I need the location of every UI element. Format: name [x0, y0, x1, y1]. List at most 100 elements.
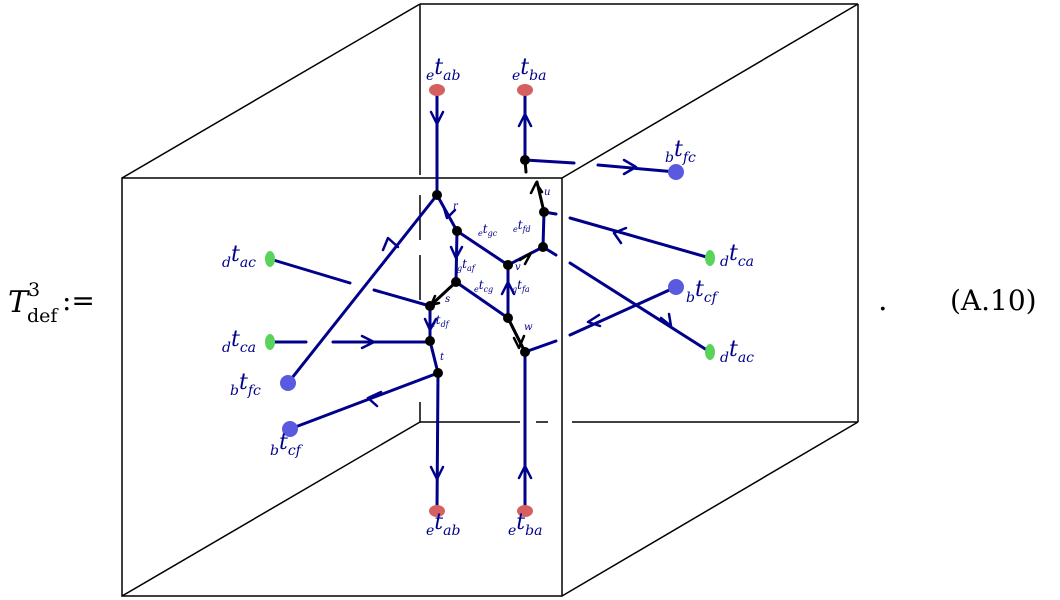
vertex-bottom-right	[520, 347, 530, 357]
period: .	[878, 283, 888, 318]
arrow-r	[442, 206, 457, 220]
label-top-ba: etba	[512, 55, 546, 84]
endpoint-left-ca	[265, 334, 275, 350]
label-top-ab: etab	[426, 55, 460, 84]
endpoint-left-ac	[265, 251, 275, 267]
line-gc	[455, 229, 510, 267]
label-bottom-ab: etab	[426, 510, 460, 539]
arrow-top-ba	[517, 112, 533, 128]
vertex-u	[539, 207, 549, 217]
arrowheads	[360, 110, 673, 481]
edge-label-df: etdf	[431, 313, 451, 329]
edge-label-af: gtaf	[457, 257, 477, 273]
endpoint-left-fc	[280, 375, 296, 391]
black-seg-s	[428, 280, 458, 308]
vertex-label-w: w	[524, 322, 533, 333]
label-bottom-ba: etba	[508, 510, 542, 539]
arrow-back-fc	[622, 158, 638, 176]
bottom-right-diagonal	[561, 421, 859, 597]
line-cg	[454, 280, 510, 320]
lhs-symbol: T	[8, 285, 30, 320]
equation-lhs: T 3 def :=	[8, 279, 95, 327]
arrow-fd	[518, 251, 533, 266]
line-left-cf	[288, 371, 440, 431]
label-right-ca: dtca	[720, 241, 754, 270]
line-right-ca-b	[568, 216, 712, 260]
vertex-v	[503, 260, 513, 270]
line-v-up	[541, 210, 546, 249]
line-r-down	[435, 193, 459, 233]
label-right-cf: btcf	[686, 277, 720, 306]
label-left-cf: btcf	[270, 430, 304, 459]
endpoint-bottom-ba	[517, 505, 533, 517]
network-lines	[268, 88, 712, 512]
edge-label-fd: etfd	[513, 218, 531, 234]
vertex-fd	[538, 242, 548, 252]
endpoint-bottom-ab	[429, 505, 445, 517]
arrow-u	[529, 181, 544, 195]
vertex-label-r: r	[453, 201, 459, 212]
endpoint-right-ca	[705, 250, 715, 266]
edge-label-gc: etgc	[478, 222, 498, 238]
line-fc-back-a	[523, 158, 576, 165]
arrow-left-fc	[381, 236, 400, 252]
cube-back-edges	[419, 3, 859, 423]
cube-diagonal-edges	[121, 3, 859, 597]
edge-label-cg: etcg	[474, 278, 493, 294]
vertex-label-v: v	[515, 262, 521, 273]
vertex-gc	[452, 226, 462, 236]
arrow-w	[512, 334, 526, 350]
vertex-top-right	[520, 155, 530, 165]
endpoint-right-cf	[668, 279, 684, 295]
vertex-s-upper	[451, 277, 461, 287]
endpoint-left-cf	[282, 421, 298, 437]
line-left-ac-b	[372, 288, 432, 308]
vertex-label-u: u	[544, 187, 550, 198]
arrow-af	[449, 245, 464, 260]
line-t-down	[428, 339, 440, 375]
vertex-t	[425, 336, 435, 346]
label-back-fc: btfc	[665, 137, 696, 166]
arrow-bottom-ba	[517, 464, 533, 480]
line-bottom-ab	[435, 371, 440, 512]
line-right-cf-a	[523, 339, 558, 354]
vertex-labels: r s t u v w	[440, 187, 550, 363]
edge-labels: etgc etfd gtaf etcg gtfa etdf	[431, 218, 531, 329]
endpoint-labels: etab etba etab etba btfc dtca btcf dtac …	[222, 55, 754, 539]
arrow-left-ca	[360, 334, 376, 350]
endpoint-right-ac	[705, 344, 715, 360]
assign-symbol: :=	[62, 284, 95, 317]
arrow-right-ca	[612, 226, 628, 245]
lhs-superscript: 3	[28, 279, 40, 301]
arrow-right-cf	[586, 313, 602, 328]
arrow-df	[423, 317, 438, 332]
line-right-cf-b	[568, 285, 678, 337]
endpoint-top-ba	[517, 84, 533, 96]
vertices	[425, 155, 549, 378]
top-right-diagonal	[561, 3, 859, 179]
line-left-fc	[286, 193, 439, 385]
label-left-ac: dtac	[222, 242, 256, 271]
line-left-ac-a	[268, 257, 352, 285]
line-right-ac-b	[568, 261, 712, 354]
arrow-bottom-ab	[429, 465, 445, 481]
vertex-label-s: s	[445, 294, 450, 305]
vertex-r	[432, 190, 442, 200]
arrow-top-ab	[429, 110, 445, 126]
endpoint-back-fc	[668, 164, 684, 180]
black-seg-w	[506, 316, 527, 354]
vertex-label-t: t	[440, 352, 445, 363]
cube-front-face	[121, 177, 563, 597]
endpoint-markers	[265, 84, 715, 517]
label-left-ca: dtca	[222, 327, 256, 356]
label-left-fc: btfc	[230, 370, 261, 399]
vertex-w	[503, 313, 513, 323]
label-right-ac: dtac	[720, 337, 754, 366]
line-fc-back-b	[596, 163, 678, 174]
arrow-fa	[500, 280, 516, 296]
lhs-subscript: def	[27, 305, 59, 327]
endpoint-top-ab	[429, 84, 445, 96]
edge-label-fa: gtfa	[512, 278, 530, 294]
